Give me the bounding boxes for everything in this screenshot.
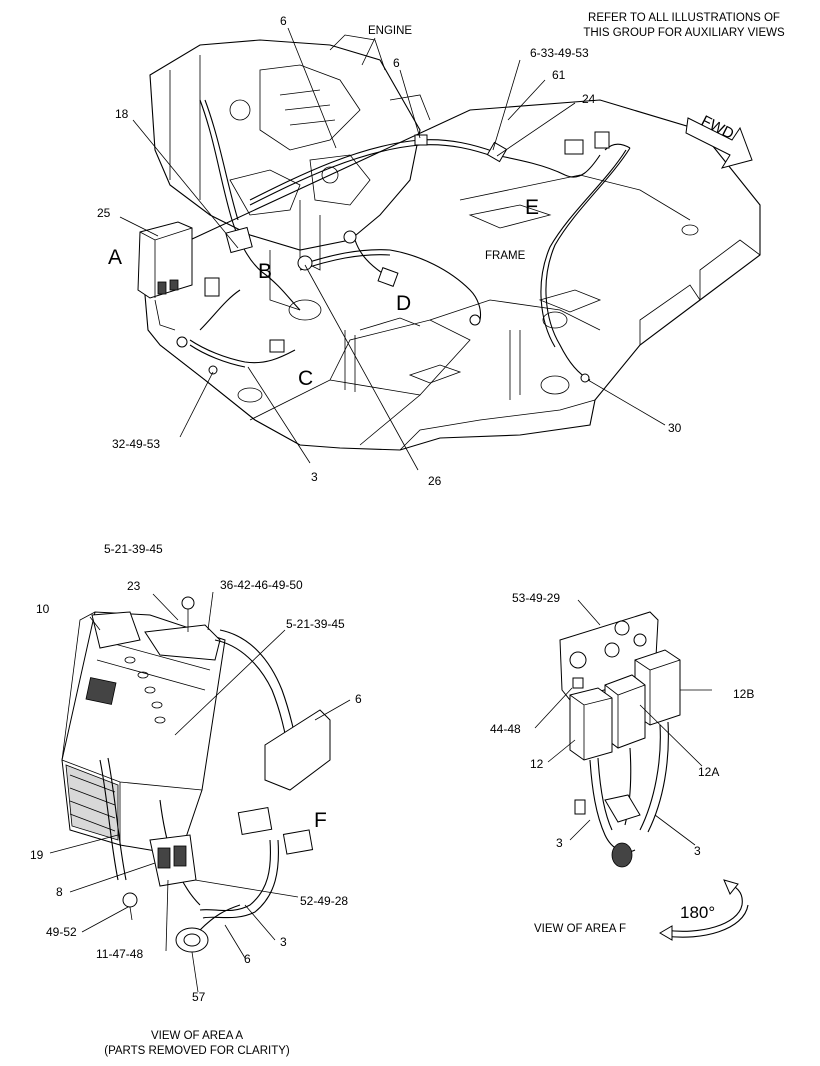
main-leader-lines <box>119 27 666 471</box>
callout-6-right: 6 <box>355 692 362 706</box>
refer-note-line2: THIS GROUP FOR AUXILIARY VIEWS <box>583 27 785 39</box>
callout-61: 61 <box>552 68 566 82</box>
callout-18: 18 <box>115 107 129 121</box>
view-f-labels: 53-49-29 12B 44-48 12 12A 3 3 VIEW OF AR… <box>490 591 754 935</box>
callout-8: 8 <box>56 885 63 899</box>
main-frame-view <box>137 34 761 451</box>
callout-25: 25 <box>97 206 111 220</box>
callout-26: 26 <box>428 474 442 488</box>
callout-6-top: 6 <box>280 14 287 28</box>
callout-53-49-29: 53-49-29 <box>512 591 560 605</box>
callout-49-52: 49-52 <box>46 925 77 939</box>
callout-3-left-view-f: 3 <box>556 836 563 850</box>
callout-6-mid: 6 <box>393 56 400 70</box>
callout-23: 23 <box>127 579 141 593</box>
area-letter-b: B <box>258 260 272 283</box>
view-area-f <box>559 611 749 941</box>
callout-12a: 12A <box>698 765 719 779</box>
main-labels: REFER TO ALL ILLUSTRATIONS OF THIS GROUP… <box>97 12 785 488</box>
view-area-a <box>61 596 331 953</box>
battery-25 <box>137 221 193 299</box>
callout-3-right-view-f: 3 <box>694 844 701 858</box>
callout-10: 10 <box>36 602 50 616</box>
area-letter-a: A <box>108 246 122 269</box>
callout-32-49-53: 32-49-53 <box>112 437 160 451</box>
view-f-leader-lines <box>534 599 712 846</box>
fwd-arrow <box>685 117 753 169</box>
view-a-caption-line2: (PARTS REMOVED FOR CLARITY) <box>104 1045 290 1057</box>
area-letter-f: F <box>314 809 327 832</box>
callout-57: 57 <box>192 990 206 1004</box>
frame-label: FRAME <box>485 250 526 262</box>
callout-19: 19 <box>30 848 44 862</box>
callout-5-21-39-45-mid: 5-21-39-45 <box>286 617 345 631</box>
callout-5-21-39-45-top: 5-21-39-45 <box>104 542 163 556</box>
engine-block <box>149 39 421 251</box>
callout-12b: 12B <box>733 687 754 701</box>
area-letter-c: C <box>298 367 313 390</box>
callout-24: 24 <box>582 92 596 106</box>
refer-note-line1: REFER TO ALL ILLUSTRATIONS OF <box>588 12 780 24</box>
callout-12: 12 <box>530 757 544 771</box>
view-f-caption: VIEW OF AREA F <box>534 923 626 935</box>
callout-6-33-49-53: 6-33-49-53 <box>530 46 589 60</box>
callout-36-42-46-49-50: 36-42-46-49-50 <box>220 578 303 592</box>
area-letter-d: D <box>396 292 411 315</box>
callout-3-view-a: 3 <box>280 935 287 949</box>
callout-6-bottom: 6 <box>244 952 251 966</box>
rotation-arrow-icon <box>659 879 749 941</box>
engine-label: ENGINE <box>368 25 412 37</box>
callout-52-49-28: 52-49-28 <box>300 894 348 908</box>
callout-3: 3 <box>311 470 318 484</box>
callout-11-47-48: 11-47-48 <box>96 947 143 961</box>
view-a-caption-line1: VIEW OF AREA A <box>151 1030 243 1042</box>
callout-30: 30 <box>668 421 682 435</box>
view-a-leader-lines <box>49 591 351 993</box>
main-harness <box>189 99 631 381</box>
rotation-label: 180° <box>680 903 715 922</box>
callout-44-48: 44-48 <box>490 722 521 736</box>
relay-12 <box>569 687 613 761</box>
view-a-labels: 5-21-39-45 23 36-42-46-49-50 10 5-21-39-… <box>30 542 362 1057</box>
area-letter-e: E <box>525 196 539 219</box>
